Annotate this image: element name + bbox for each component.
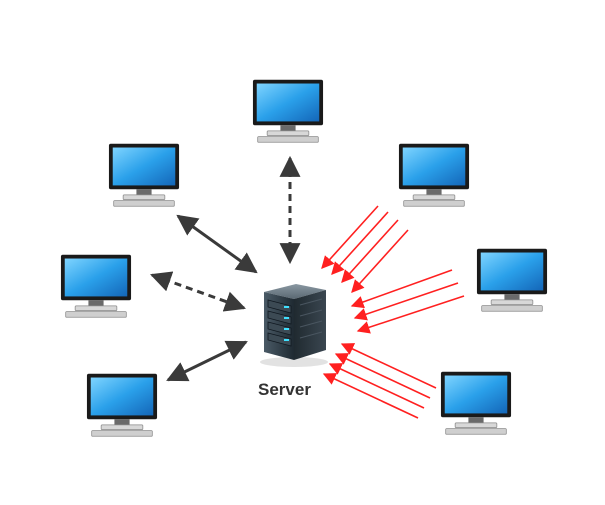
computer-lower-right	[440, 371, 512, 435]
attack-links-mid-right	[350, 269, 465, 334]
link-upper-left	[176, 214, 258, 274]
computer-lower-left	[86, 373, 158, 437]
attack-arrow	[356, 295, 465, 334]
server-icon	[260, 284, 328, 367]
computer-upper-left	[108, 143, 180, 207]
attack-arrow	[351, 229, 409, 293]
attack-arrow	[350, 269, 453, 309]
attack-arrow	[328, 363, 425, 409]
attack-arrow	[331, 211, 389, 275]
computer-top-center	[252, 79, 324, 143]
attack-arrow	[341, 219, 399, 283]
attack-arrow	[321, 205, 379, 269]
attack-links-lower-right	[322, 343, 437, 419]
computer-upper-right	[398, 143, 470, 207]
attack-arrow	[353, 282, 459, 321]
computer-mid-right	[476, 248, 548, 312]
link-mid-left	[150, 271, 246, 312]
attack-arrow	[334, 353, 431, 399]
attack-arrow	[322, 373, 419, 419]
attack-arrow	[340, 343, 437, 389]
computer-mid-left	[60, 254, 132, 318]
link-lower-left	[166, 340, 248, 382]
attack-links-upper-right	[321, 205, 409, 293]
server-label: Server	[258, 380, 311, 399]
